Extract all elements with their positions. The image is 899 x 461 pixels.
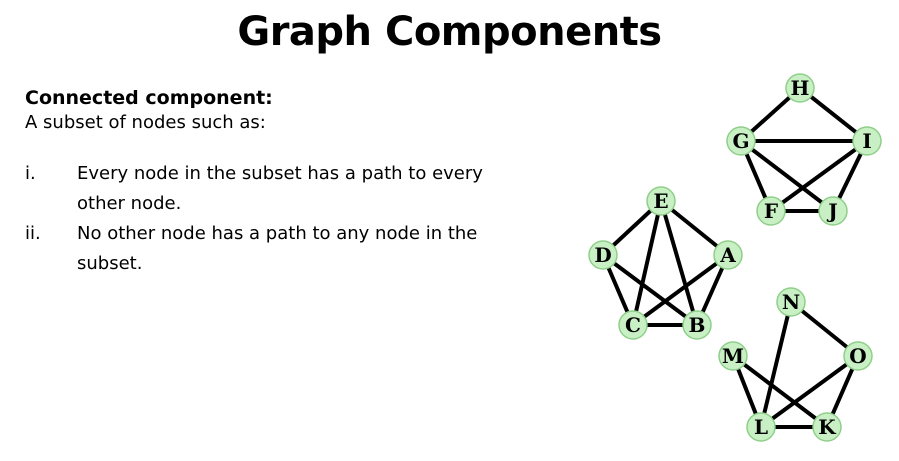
node-j: J [818, 196, 848, 226]
condition-item: i. Every node in the subset has a path t… [25, 159, 565, 219]
node-l: L [746, 412, 776, 442]
node-label: C [625, 313, 641, 337]
node-circle [682, 310, 712, 340]
edge-o-l [759, 354, 860, 429]
node-label: K [818, 415, 836, 439]
edge-m-k [731, 354, 829, 429]
node-circle [618, 310, 648, 340]
term-heading: Connected component: [25, 87, 273, 109]
condition-text: No other node has a path to any node in … [77, 223, 478, 274]
node-label: L [754, 415, 768, 439]
condition-marker: ii. [25, 223, 41, 244]
node-circle [713, 240, 743, 270]
node-circle [588, 240, 618, 270]
node-a: A [713, 240, 743, 270]
node-label: N [782, 290, 800, 314]
edge-e-b [659, 199, 699, 327]
edge-n-l [759, 300, 793, 429]
node-label: G [732, 129, 749, 153]
node-m: M [718, 341, 748, 371]
node-label: A [719, 243, 736, 267]
node-circle [756, 196, 786, 226]
node-circle [818, 196, 848, 226]
node-circle [718, 341, 748, 371]
nodes-layer: A B C D E F G H I J K L M N O [588, 73, 882, 442]
condition-marker: i. [25, 163, 36, 184]
node-label: H [791, 76, 810, 100]
node-i: I [852, 126, 882, 156]
condition-list: i. Every node in the subset has a path t… [25, 159, 565, 279]
definition-block: Connected component: A subset of nodes s… [25, 86, 565, 279]
node-circle [852, 126, 882, 156]
node-label: O [849, 344, 866, 368]
edge-e-c [631, 199, 663, 327]
node-label: E [653, 189, 668, 213]
node-circle [776, 287, 806, 317]
node-e: E [646, 186, 676, 216]
node-b: B [682, 310, 712, 340]
node-d: D [588, 240, 618, 270]
node-circle [726, 126, 756, 156]
edge-d-b [601, 253, 699, 327]
edge-i-f [769, 139, 869, 213]
definition-text: A subset of nodes such as: [25, 112, 266, 133]
node-circle [646, 186, 676, 216]
node-circle [746, 412, 776, 442]
edge-g-j [739, 139, 835, 213]
node-label: F [764, 199, 778, 223]
node-o: O [843, 341, 873, 371]
node-n: N [776, 287, 806, 317]
node-c: C [618, 310, 648, 340]
condition-item: ii. No other node has a path to any node… [25, 219, 565, 279]
node-g: G [726, 126, 756, 156]
node-circle [785, 73, 815, 103]
node-h: H [785, 73, 815, 103]
node-f: F [756, 196, 786, 226]
node-circle [812, 412, 842, 442]
node-label: I [862, 129, 871, 153]
node-label: J [826, 199, 837, 223]
node-label: M [722, 344, 744, 368]
node-k: K [812, 412, 842, 442]
node-label: D [594, 243, 611, 267]
node-circle [843, 341, 873, 371]
condition-text: Every node in the subset has a path to e… [77, 163, 483, 214]
node-label: B [689, 313, 706, 337]
edge-a-c [631, 253, 730, 327]
slide-title: Graph Components [237, 9, 662, 55]
